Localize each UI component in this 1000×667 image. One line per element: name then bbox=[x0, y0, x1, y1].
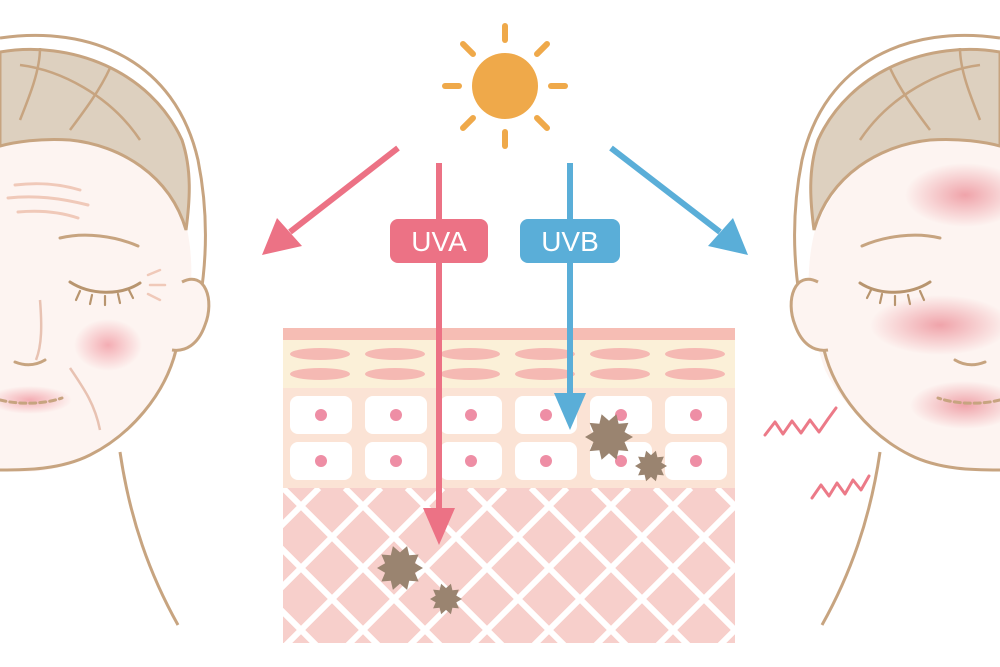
right-neck bbox=[820, 451, 882, 626]
granular-cells bbox=[290, 348, 725, 380]
right-mouth bbox=[936, 396, 1000, 405]
left-mouth bbox=[0, 396, 64, 405]
left-hair bbox=[0, 47, 191, 231]
dark-spot-icon bbox=[585, 414, 633, 460]
uvb-vertical-arrow bbox=[554, 163, 586, 430]
epidermis-cells bbox=[290, 396, 727, 480]
uva-label: UVA bbox=[411, 226, 467, 257]
uvb-diagonal-arrow bbox=[609, 145, 748, 255]
left-closed-eye bbox=[68, 280, 142, 294]
chin-redness bbox=[910, 381, 1000, 429]
sun-icon bbox=[442, 23, 568, 149]
cheek-redness bbox=[870, 295, 1000, 355]
left-ear bbox=[171, 277, 211, 352]
forehead-wrinkles bbox=[6, 182, 90, 220]
uva-label-badge: UVA bbox=[390, 219, 488, 263]
uvb-label: UVB bbox=[541, 226, 599, 257]
skin-cross-section bbox=[283, 328, 735, 643]
dark-spot-icon bbox=[430, 583, 462, 615]
left-face-aged bbox=[0, 33, 211, 626]
skin-surface bbox=[283, 328, 735, 340]
right-closed-eye bbox=[858, 280, 932, 294]
dark-spot-icon bbox=[377, 546, 423, 590]
right-head-outline bbox=[793, 33, 1000, 301]
forehead-redness bbox=[905, 163, 1000, 227]
granular-layer bbox=[283, 340, 735, 388]
dermis-layer bbox=[283, 488, 735, 643]
right-face-sunburned bbox=[789, 33, 1000, 626]
uva-diagonal-arrow bbox=[262, 145, 400, 255]
left-head-outline bbox=[0, 33, 207, 301]
right-ear bbox=[789, 277, 829, 352]
uvb-label-badge: UVB bbox=[520, 219, 620, 263]
dark-spot-icon bbox=[635, 450, 667, 482]
irritation-zigzag-icon bbox=[763, 406, 871, 500]
left-cheek-blush bbox=[74, 319, 142, 371]
left-neck bbox=[118, 451, 180, 626]
right-hair bbox=[809, 47, 1000, 231]
